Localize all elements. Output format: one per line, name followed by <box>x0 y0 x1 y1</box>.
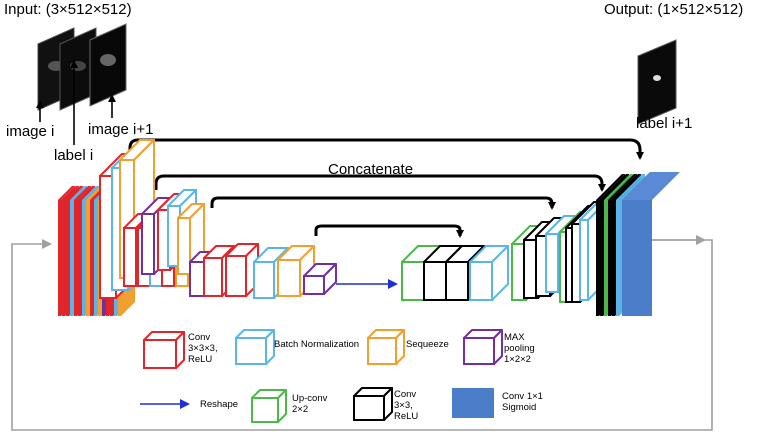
network-blocks <box>58 139 680 316</box>
legend <box>143 329 503 423</box>
feedback-loop <box>11 235 713 431</box>
legend-upconv-glyph <box>251 389 287 423</box>
output-title: Output: (1×512×512) <box>604 1 744 18</box>
bottleneck-pool <box>303 263 337 295</box>
legend-upconv-label: Up-conv 2×2 <box>292 393 328 415</box>
legend-maxpool-glyph <box>463 329 503 365</box>
input-title: Input: (3×512×512) <box>4 1 132 18</box>
legend-conv-label: Conv 3×3×3, ReLU <box>188 332 218 365</box>
legend-sigmoid-glyph <box>452 388 494 418</box>
legend-conv3-label: Conv 3×3, ReLU <box>394 389 419 422</box>
output-label: label i+1 <box>636 115 693 132</box>
label-i-label: label i <box>54 147 94 164</box>
image-i-label: image i <box>6 123 55 140</box>
legend-batchnorm-label: Batch Normalization <box>274 339 360 350</box>
output-conv-sigmoid <box>622 172 680 316</box>
decoder-l3-bn <box>469 245 509 301</box>
encoder-l3-squeeze <box>277 245 315 297</box>
legend-squeeze-glyph <box>367 329 405 365</box>
legend-squeeze-label: Sequeeze <box>406 339 449 350</box>
legend-reshape-label: Reshape <box>200 399 239 410</box>
legend-sigmoid-label: Conv 1×1 Sigmoid <box>502 391 543 413</box>
output-image <box>637 39 677 125</box>
legend-conv-glyph <box>143 331 185 369</box>
legend-conv3-glyph <box>353 387 393 421</box>
legend-batchnorm-glyph <box>235 329 275 365</box>
legend-maxpool-label: MAX pooling 1×2×2 <box>504 332 535 365</box>
image-i1-label: image i+1 <box>88 121 154 138</box>
concatenate-label: Concatenate <box>328 161 414 178</box>
skip-connections <box>128 138 644 238</box>
input-image-stack <box>37 23 127 111</box>
